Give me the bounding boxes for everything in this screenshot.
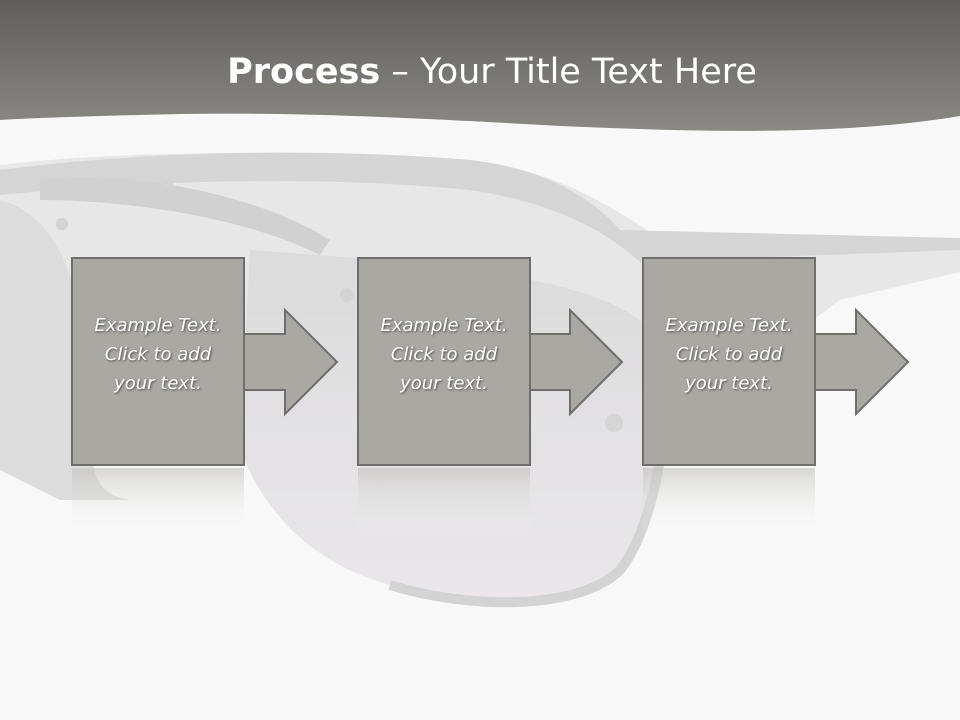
step-2-line-2: Click to add <box>390 344 498 365</box>
step-2-arrow <box>529 307 624 417</box>
title-bold-part: Process <box>227 52 381 92</box>
step-1-arrow <box>243 307 339 417</box>
box-reflections <box>72 468 815 538</box>
slide-title[interactable]: Process – Your Title Text Here <box>0 52 960 92</box>
step-1-line-3: your text. <box>114 373 202 394</box>
step-3-line-1: Example Text. <box>665 315 793 336</box>
step-1-line-1: Example Text. <box>94 315 222 336</box>
step-3-line-2: Click to add <box>675 344 783 365</box>
step-1-box <box>71 257 245 466</box>
step-1-line-2: Click to add <box>104 344 212 365</box>
step-3-box <box>642 257 816 466</box>
title-dash: – <box>380 52 420 92</box>
title-rest: Your Title Text Here <box>419 52 757 92</box>
process-step-3[interactable] <box>642 257 910 466</box>
step-2-line-3: your text. <box>400 373 488 394</box>
step-3-line-3: your text. <box>685 373 773 394</box>
step-2-box <box>357 257 531 466</box>
header-band <box>0 0 960 131</box>
step-2-text[interactable]: Example Text. Click to add your text. <box>358 311 530 398</box>
process-step-2[interactable] <box>357 257 624 466</box>
step-1-text[interactable]: Example Text. Click to add your text. <box>72 311 244 398</box>
step-3-arrow <box>814 307 910 417</box>
step-2-line-1: Example Text. <box>380 315 508 336</box>
process-step-1[interactable] <box>71 257 339 466</box>
step-3-text[interactable]: Example Text. Click to add your text. <box>643 311 815 398</box>
